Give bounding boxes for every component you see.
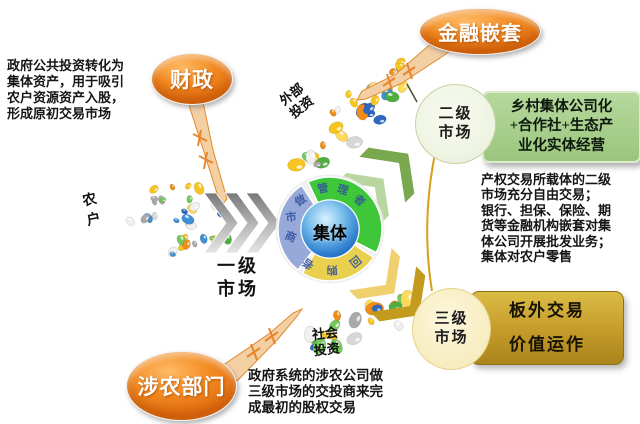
collective-emblem: 管理者做市商回购者 (275, 174, 385, 284)
primary-market-chevron (203, 192, 239, 254)
tertiary-market-box: 板外交易 价值运作 (470, 291, 624, 365)
agri-arrow (221, 307, 304, 382)
secondary-flow-chevron-dark (359, 147, 415, 203)
segment-repurchaser-char: 购 (326, 263, 338, 278)
collective-sphere (301, 200, 359, 258)
segment-market-maker (277, 184, 316, 272)
segment-manager-char: 管 (316, 180, 329, 196)
secondary-market-circle: 二级 市场 (415, 84, 496, 164)
note-right: 产权交易所载体的二级 市场充分自由交易； 银行、担保、保险、期 货等金融机构嵌套… (481, 172, 612, 265)
fiscal-bubble-label: 财政 (170, 68, 214, 92)
secondary-market-box: 乡村集体公司化 +合作社+生态产 业化实体经营 (482, 91, 640, 163)
arrow-glyph-decoration (246, 327, 279, 361)
fiscal-bubble: 财政 (151, 53, 233, 105)
social-investment-label: 社会 投资 (311, 324, 341, 359)
primary-market-label: 一级 市场 (217, 256, 259, 300)
segment-repurchaser (301, 243, 375, 282)
secondary-flow-chevron-light (338, 173, 389, 224)
primary-market-chevron (245, 192, 281, 254)
segment-manager-char: 理 (335, 182, 349, 198)
collective-label: 集体 (313, 224, 347, 243)
tertiary-flow-chevron-light (349, 248, 400, 299)
arrow-glyph-decoration (382, 62, 416, 91)
segment-market-maker-char: 市 (285, 209, 297, 224)
segment-market-maker-char: 商 (283, 228, 298, 245)
segment-manager (307, 176, 383, 254)
nesting-arrow (356, 39, 450, 101)
primary-market-chevron (224, 192, 260, 254)
tertiary-market-circle: 三级 市场 (412, 288, 491, 370)
arrow-glyph-decoration (192, 129, 214, 170)
note-bottom: 政府系统的涉农公司做 三级市场的交投商来完 成最初的股权交易 (248, 368, 383, 416)
nesting-leader-line (406, 83, 418, 103)
financial-nesting-bubble: 金融嵌套 (419, 8, 541, 55)
agri-department-bubble: 涉农部门 (126, 351, 237, 421)
financial-nesting-bubble-label: 金融嵌套 (438, 23, 522, 45)
tertiary-flow-chevron-dark (370, 266, 426, 322)
note-left: 政府公共投资转化为 集体资产，用于吸引 农户资源资产入股， 形成原初交易市场 (7, 58, 125, 121)
agri-department-bubble-label: 涉农部门 (137, 375, 226, 399)
